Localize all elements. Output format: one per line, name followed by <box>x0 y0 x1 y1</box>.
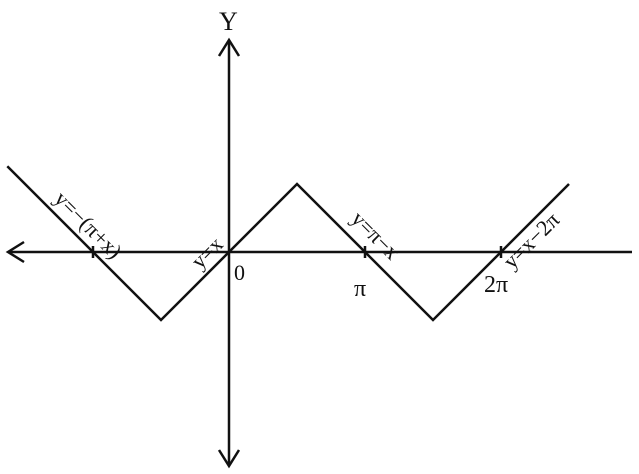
segment-label-middle: y=π−x <box>346 206 405 265</box>
y-axis-bottom-arrow <box>217 449 241 469</box>
origin-label: 0 <box>234 260 245 285</box>
segment-label-right: y=x−2π <box>498 207 564 273</box>
triangle-wave-graph <box>6 165 570 322</box>
y-axis-top-arrow <box>217 37 241 57</box>
segment-label-center: y=x <box>186 232 228 274</box>
y-axis-label: Y <box>219 7 238 36</box>
x-axis-left-arrow <box>5 240 25 264</box>
tick-label-two-pi: 2π <box>484 272 508 298</box>
tick-label-pi: π <box>354 276 366 302</box>
